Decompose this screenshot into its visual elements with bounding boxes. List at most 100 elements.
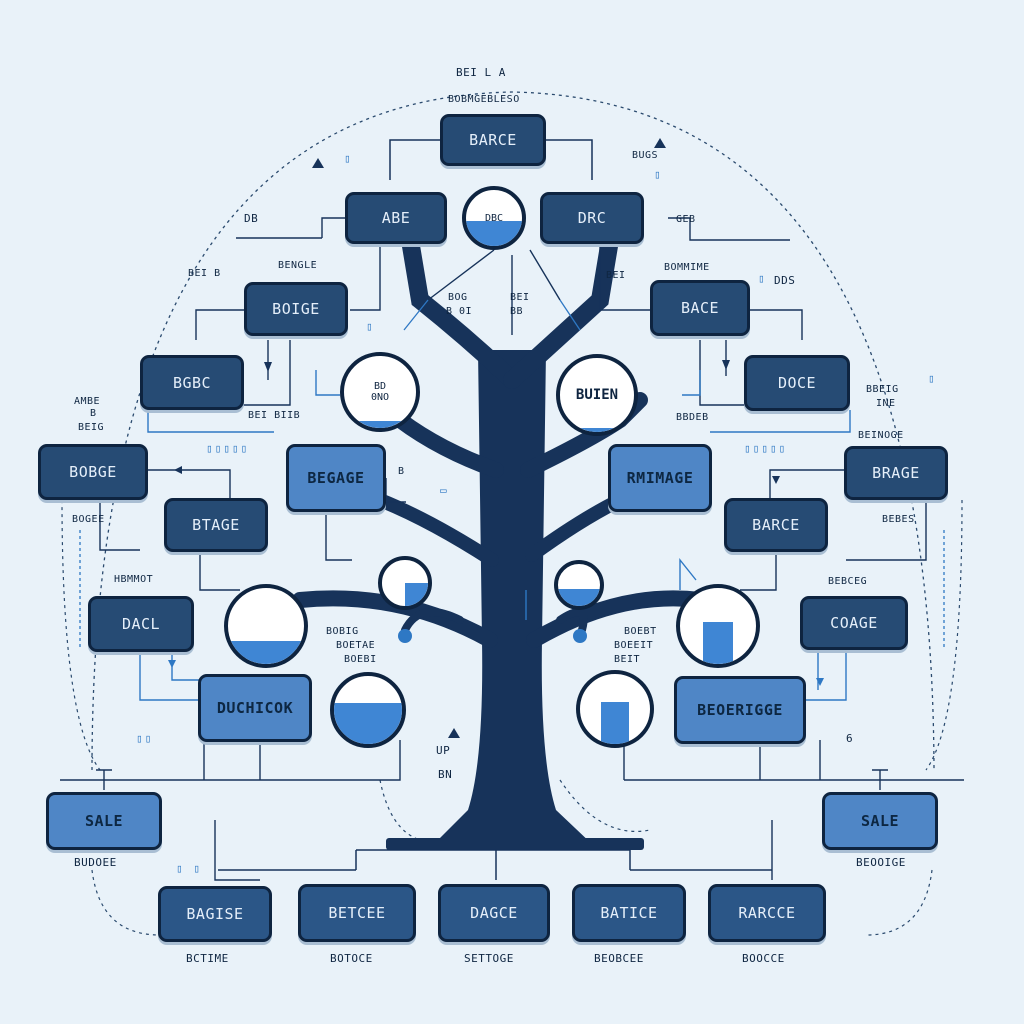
node-sale-left[interactable]: SALE — [46, 792, 162, 850]
label-sale-cap-left: BUDOEE — [74, 856, 117, 869]
bubble-small-left — [378, 556, 432, 610]
label-mid-b: B — [398, 466, 405, 477]
node-right-b[interactable]: DOCE — [744, 355, 850, 411]
bottom-caption-4: BEOBCEE — [594, 952, 644, 965]
tick-marks-6: ▯ — [654, 168, 663, 181]
label-mid-pair-r2: BB — [510, 306, 524, 317]
tick-marks-1: ▯▯▯▯▯ — [206, 442, 250, 455]
label-left-beig: BEIG — [78, 422, 105, 433]
node-bottom-1[interactable]: BAGISE — [158, 886, 272, 942]
label-left-bogee: BOGEE — [72, 514, 105, 525]
label-center-right-1: BOEBT — [624, 626, 657, 637]
bubble-mid-right: BUIEN — [556, 354, 638, 436]
node-left-blue-b[interactable]: DUCHICOK — [198, 674, 312, 742]
node-left-c[interactable]: BOBGE — [38, 444, 148, 500]
label-right-bbeg: BBEIG — [866, 384, 899, 395]
bubble-big-right — [676, 584, 760, 668]
label-center-left-3: BOEBI — [344, 654, 377, 665]
dashed-center-right — [559, 779, 651, 832]
bottom-caption-5: BOOCCE — [742, 952, 785, 965]
label-right-b6: 6 — [846, 732, 854, 745]
dashed-outer-arc — [91, 91, 935, 771]
node-right-blue-b[interactable]: BEOERIGGE — [674, 676, 806, 744]
node-left-a[interactable]: BOIGE — [244, 282, 348, 336]
label-top1: BEI L A — [456, 66, 506, 79]
node-upper-left[interactable]: ABE — [345, 192, 447, 244]
node-root[interactable]: BARCE — [440, 114, 546, 166]
node-right-a[interactable]: BACE — [650, 280, 750, 336]
branch-left-droplet — [401, 608, 464, 634]
label-top2: BOBMGEBLESO — [448, 94, 520, 105]
branch-left-low — [373, 493, 499, 567]
label-left-amde: AMBE — [74, 396, 101, 407]
node-left-e[interactable]: DACL — [88, 596, 194, 652]
bubble-cone-left — [330, 672, 406, 748]
node-bottom-5[interactable]: RARCCE — [708, 884, 826, 942]
node-right-blue-a[interactable]: RMIMAGE — [608, 444, 712, 512]
label-mid-pair-r1: BEI — [510, 292, 530, 303]
bubble-cone-right — [576, 670, 654, 748]
tick-marks-8: ▯ — [928, 372, 937, 385]
node-sale-right[interactable]: SALE — [822, 792, 938, 850]
branch-right-droplet — [556, 608, 588, 634]
label-center-right-2: BOEEIT — [614, 640, 654, 651]
droplet-right — [573, 629, 587, 643]
dashed-bottom-left — [91, 869, 161, 936]
bubble-mid-left: BD 0NO — [340, 352, 420, 432]
label-trunk-bn: BN — [438, 768, 453, 781]
label-tr-dds: DDS — [774, 274, 796, 287]
bubble-top: DBC — [462, 186, 526, 250]
bubble-big-left — [224, 584, 308, 668]
label-left-gbel: BEI BIIB — [248, 410, 301, 421]
label-right-bebceg: BEBCEG — [828, 576, 868, 587]
tree-trunk — [432, 350, 594, 846]
label-mid-pair-l1: BOG — [448, 292, 468, 303]
label-trunk-up: UP — [436, 744, 451, 757]
label-right-bbdeb: BBDEB — [676, 412, 709, 423]
node-bottom-2[interactable]: BETCEE — [298, 884, 416, 942]
dashed-left-loop — [61, 499, 101, 771]
label-tr-bommime: BOMMIME — [664, 262, 710, 273]
dashed-right-loop — [925, 499, 963, 771]
tick-marks-2: ▯▯▯▯▯ — [744, 442, 788, 455]
node-left-b[interactable]: BGBC — [140, 355, 244, 410]
tick-marks-3: ▯▯ — [136, 732, 154, 745]
branch-right-low — [525, 493, 627, 562]
label-tr-bei: BEI — [606, 270, 626, 281]
node-right-d[interactable]: BARCE — [724, 498, 828, 552]
node-right-e[interactable]: COAGE — [800, 596, 908, 650]
label-right-ine: INE — [876, 398, 896, 409]
node-upper-right[interactable]: DRC — [540, 192, 644, 244]
tree-base — [386, 838, 644, 850]
branch-upper-right — [503, 231, 619, 389]
tick-marks-9: ▯ — [758, 272, 767, 285]
tick-marks-7: ▯ — [366, 320, 375, 333]
label-center-left-2: BOETAE — [336, 640, 376, 651]
bottom-caption-3: SETTOGE — [464, 952, 514, 965]
label-tl-bengle: BENGLE — [278, 260, 318, 271]
tick-marks-4: ▯ ▯ — [176, 862, 202, 875]
node-right-c[interactable]: BRAGE — [844, 446, 948, 500]
bottom-caption-2: BOTOCE — [330, 952, 373, 965]
node-bottom-3[interactable]: DAGCE — [438, 884, 550, 942]
label-right-beinoge: BEINOGE — [858, 430, 904, 441]
label-tr-bugs: BUGS — [632, 150, 659, 161]
dashed-bottom-right — [865, 869, 933, 936]
branch-upper-left — [401, 231, 521, 389]
label-tr-geb: GEB — [676, 214, 696, 225]
node-bottom-4[interactable]: BATICE — [572, 884, 686, 942]
tick-marks-10: ▭ — [440, 484, 449, 497]
tick-marks-5: ▯ — [344, 152, 353, 165]
label-right-bebes: BEBES — [882, 514, 915, 525]
droplet-left — [398, 629, 412, 643]
label-left-bei: BEI B — [188, 268, 221, 279]
label-left-hbmmot: HBMMOT — [114, 574, 154, 585]
label-center-left-1: BOBIG — [326, 626, 359, 637]
node-left-blue-a[interactable]: BEGAGE — [286, 444, 386, 512]
label-mid-pair-l2: B 0I — [446, 306, 473, 317]
node-left-d[interactable]: BTAGE — [164, 498, 268, 552]
dashed-center-left — [379, 779, 421, 841]
label-center-right-3: BEIT — [614, 654, 641, 665]
label-tl-db: DB — [244, 212, 259, 225]
